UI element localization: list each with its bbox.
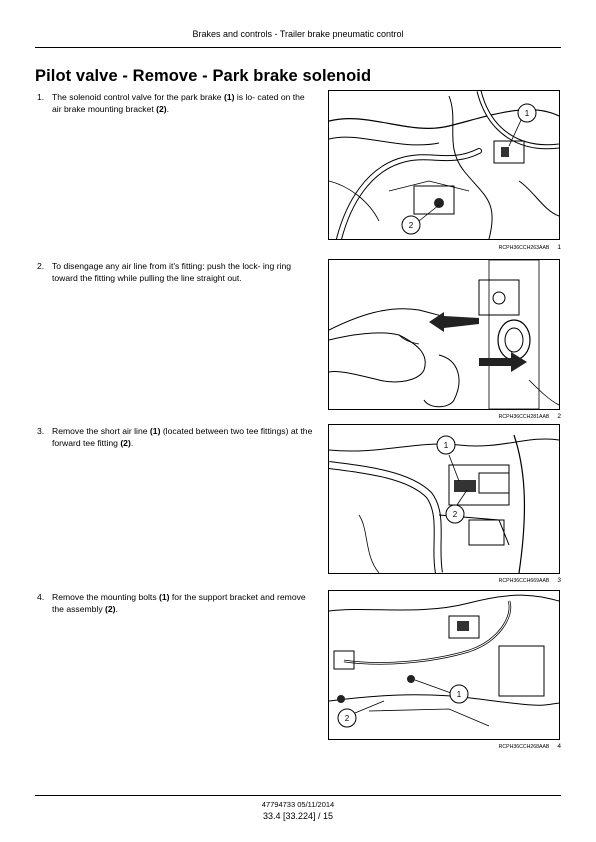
step-number: 2. [37,261,45,271]
svg-text:1: 1 [444,441,449,450]
footer-rule [35,795,561,796]
footer-doc-ref: 47794733 05/11/2014 [261,800,335,809]
svg-text:2: 2 [345,714,350,723]
step-number: 3. [37,426,45,436]
callout-1 [436,435,456,455]
svg-text:2: 2 [409,221,414,230]
callout-2 [401,215,421,235]
svg-text:2: 2 [453,510,458,519]
step-4: 4. Remove the mounting bolts (1) for the… [37,592,306,614]
figure-4-photo: 1 2 [328,590,560,740]
callout-2 [337,708,357,728]
svg-text:1: 1 [525,109,530,118]
step-number: 1. [37,92,45,102]
figure-1-photo: 1 2 [328,90,560,240]
footer-page-ref: 33.4 [33.224] / 15 [262,811,334,821]
running-header: Brakes and controls - Trailer brake pneu… [192,29,404,39]
step-1: 1. The solenoid control valve for the pa… [37,92,305,114]
svg-text:1: 1 [457,690,462,699]
figure-3-photo: 1 2 [328,424,560,574]
page-title: Pilot valve - Remove - Park brake soleno… [35,67,372,85]
step-2: 2. To disengage any air line from it's f… [37,261,292,283]
callout-1 [449,684,469,704]
callout-1 [517,103,537,123]
callout-2 [445,504,465,524]
header-rule [35,47,561,48]
figure-2-photo [328,259,560,410]
step-number: 4. [37,592,45,602]
step-3: 3. Remove the short air line (1) (locate… [37,426,313,448]
